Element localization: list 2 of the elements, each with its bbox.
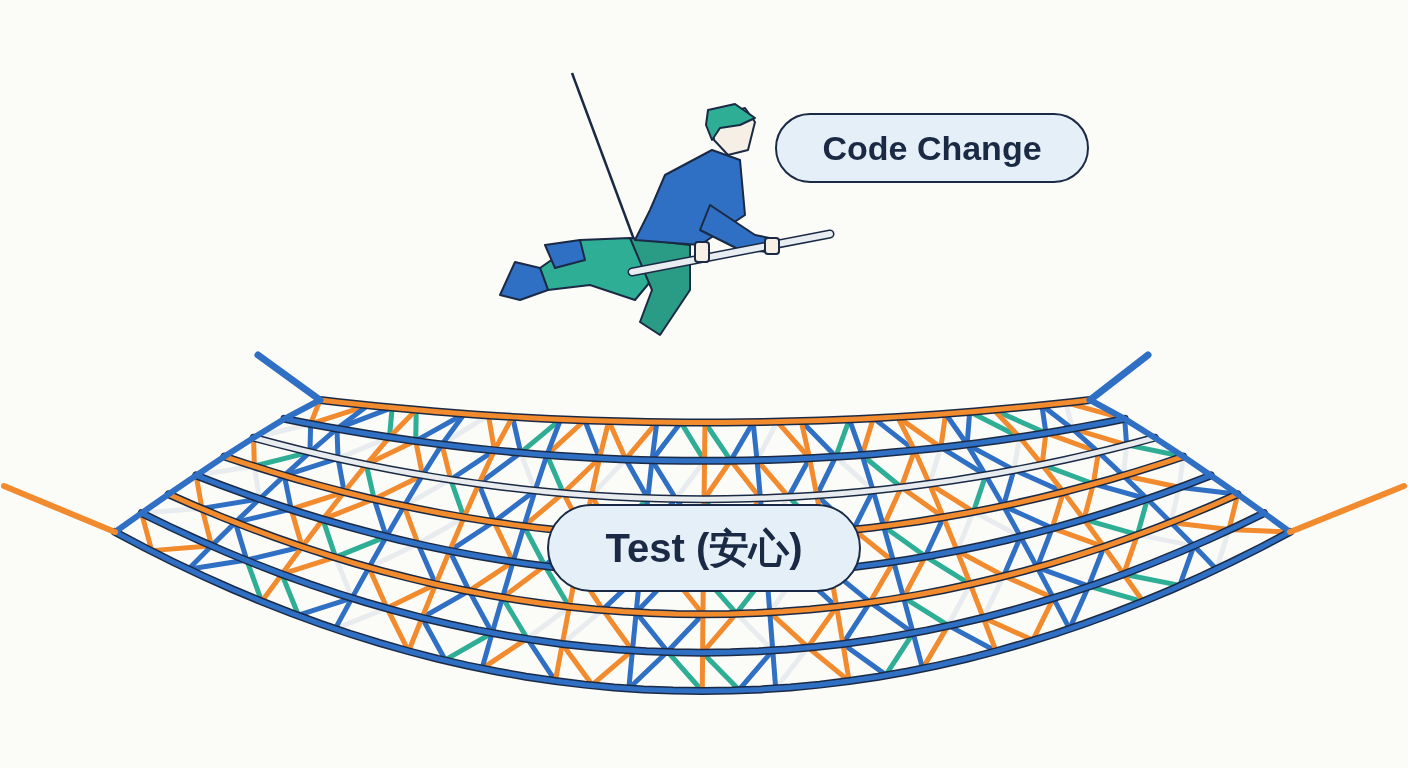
label-pill: Code Change [775,113,1089,183]
label-pill: Test (安心) [547,504,861,592]
